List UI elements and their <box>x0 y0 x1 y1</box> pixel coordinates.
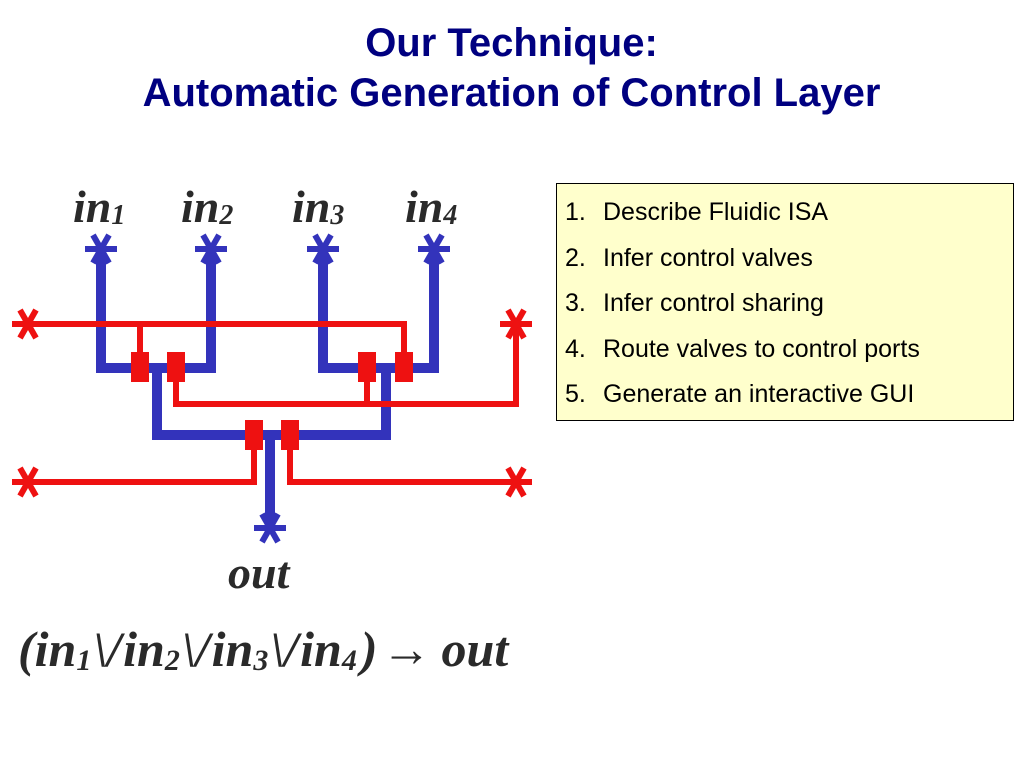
valve-6 <box>281 420 299 450</box>
output-label: out <box>228 547 291 598</box>
control-ports <box>12 308 532 498</box>
flow-ports <box>85 233 450 544</box>
flow-channel-right-pair <box>318 250 439 373</box>
steps-box: 1. Describe Fluidic ISA 2. Infer control v… <box>556 183 1014 421</box>
input-label-4: in4 <box>405 181 457 232</box>
valve-2 <box>167 352 185 382</box>
input-label-2: in2 <box>181 181 233 232</box>
valve-1 <box>131 352 149 382</box>
step-item: 4. Route valves to control ports <box>565 327 1013 373</box>
output-port <box>254 512 286 544</box>
step-item: 2. Infer control valves <box>565 236 1013 282</box>
step-text: Describe Fluidic ISA <box>603 198 829 226</box>
valve-4 <box>395 352 413 382</box>
step-item: 1. Describe Fluidic ISA <box>565 190 1013 236</box>
input-port-2 <box>195 233 227 265</box>
slide-title: Our Technique: Automatic Generation of C… <box>0 18 1023 118</box>
control-port-bottom-right <box>500 466 532 498</box>
control-port-top-left <box>12 308 44 340</box>
control-port-bottom-left <box>12 466 44 498</box>
input-port-4 <box>418 233 450 265</box>
step-item: 3. Infer control sharing <box>565 281 1013 327</box>
flow-channel-left-pair <box>96 250 216 373</box>
input-label-3: in3 <box>292 181 344 232</box>
step-item: 5. Generate an interactive GUI <box>565 372 1013 418</box>
valve-5 <box>245 420 263 450</box>
step-number: 5. <box>565 380 586 408</box>
step-number: 4. <box>565 334 586 363</box>
title-line-2: Automatic Generation of Control Layer <box>142 71 881 115</box>
control-line-bottom-right <box>287 436 516 485</box>
step-text: Route valves to control ports <box>603 334 920 363</box>
step-text: Infer control valves <box>603 243 813 272</box>
step-number: 3. <box>565 289 586 317</box>
input-port-3 <box>307 233 339 265</box>
title-line-1: Our Technique: <box>365 21 658 65</box>
input-port-1 <box>85 233 117 265</box>
valves <box>131 352 413 450</box>
valve-3 <box>358 352 376 382</box>
formula: (in1\/in2\/in3\/in4)→out <box>18 621 510 677</box>
step-number: 2. <box>565 243 586 272</box>
step-text: Infer control sharing <box>603 289 824 317</box>
step-number: 1. <box>565 198 586 226</box>
input-label-1: in1 <box>73 181 125 232</box>
control-port-top-right <box>500 308 532 340</box>
step-text: Generate an interactive GUI <box>603 380 915 408</box>
control-line-middle <box>173 326 519 407</box>
control-line-bottom-left <box>28 436 257 485</box>
flow-channels <box>96 250 439 528</box>
